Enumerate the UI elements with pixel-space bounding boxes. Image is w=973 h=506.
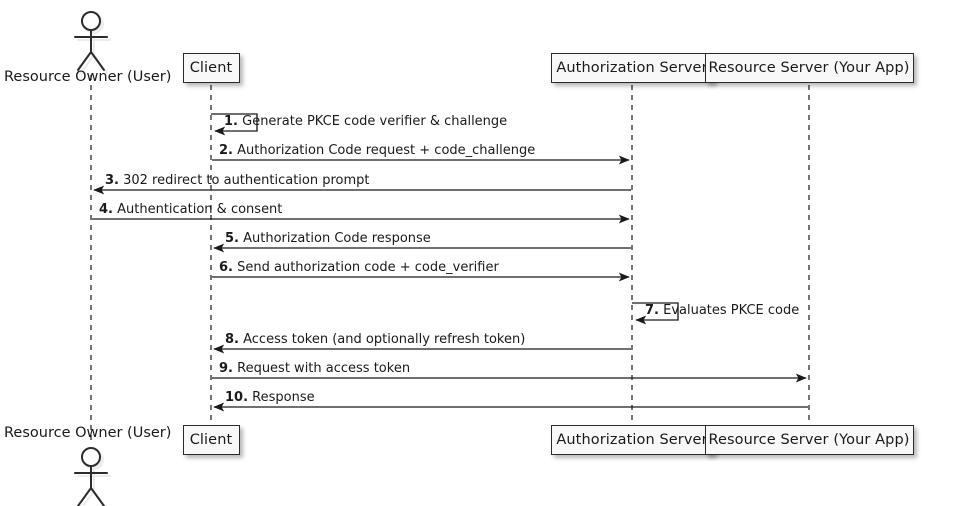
message-label-6: 6. Send authorization code + code_verifi… [219,261,499,275]
message-text-4: Authentication & consent [112,202,283,217]
message-text-9: Request with access token [232,361,411,376]
message-number-5: 5. [225,231,239,246]
message-label-1: 1. Generate PKCE code verifier & challen… [224,115,507,129]
message-number-4: 4. [99,202,113,217]
message-text-10: Response [248,390,315,405]
participant-box-resource-server-top[interactable]: Resource Server (Your App) [704,53,914,83]
message-number-2: 2. [219,143,233,158]
message-label-3: 3. 302 redirect to authentication prompt [105,174,370,188]
participant-box-client-top[interactable]: Client [182,53,240,83]
message-label-8: 8. Access token (and optionally refresh … [225,333,525,347]
message-text-2: Authorization Code request + code_challe… [232,143,536,158]
message-label-4: 4. Authentication & consent [99,203,282,217]
message-number-10: 10. [225,390,249,405]
message-number-1: 1. [224,114,238,129]
message-text-5: Authorization Code response [238,231,431,246]
message-label-9: 9. Request with access token [219,362,410,376]
message-text-7: Evaluates PKCE code [658,303,800,318]
participant-box-authorization-server-top[interactable]: Authorization Server [550,53,714,83]
message-text-6: Send authorization code + code_verifier [232,260,499,275]
actor-label-resource-owner-bottom: Resource Owner (User) [4,425,172,441]
message-number-6: 6. [219,260,233,275]
message-number-3: 3. [105,173,119,188]
message-text-1: Generate PKCE code verifier & challenge [237,114,508,129]
participant-box-client-bottom[interactable]: Client [182,425,240,455]
actor-label-resource-owner-top: Resource Owner (User) [4,69,172,85]
participant-box-resource-server-bottom[interactable]: Resource Server (Your App) [704,425,914,455]
message-text-3: 302 redirect to authentication prompt [118,173,370,188]
message-label-5: 5. Authorization Code response [225,232,431,246]
participant-box-authorization-server-bottom[interactable]: Authorization Server [550,425,714,455]
message-number-9: 9. [219,361,233,376]
message-label-7: 7. Evaluates PKCE code [645,304,799,318]
message-number-8: 8. [225,332,239,347]
message-label-2: 2. Authorization Code request + code_cha… [219,144,535,158]
message-label-10: 10. Response [225,391,315,405]
message-text-8: Access token (and optionally refresh tok… [238,332,526,347]
message-number-7: 7. [645,303,659,318]
